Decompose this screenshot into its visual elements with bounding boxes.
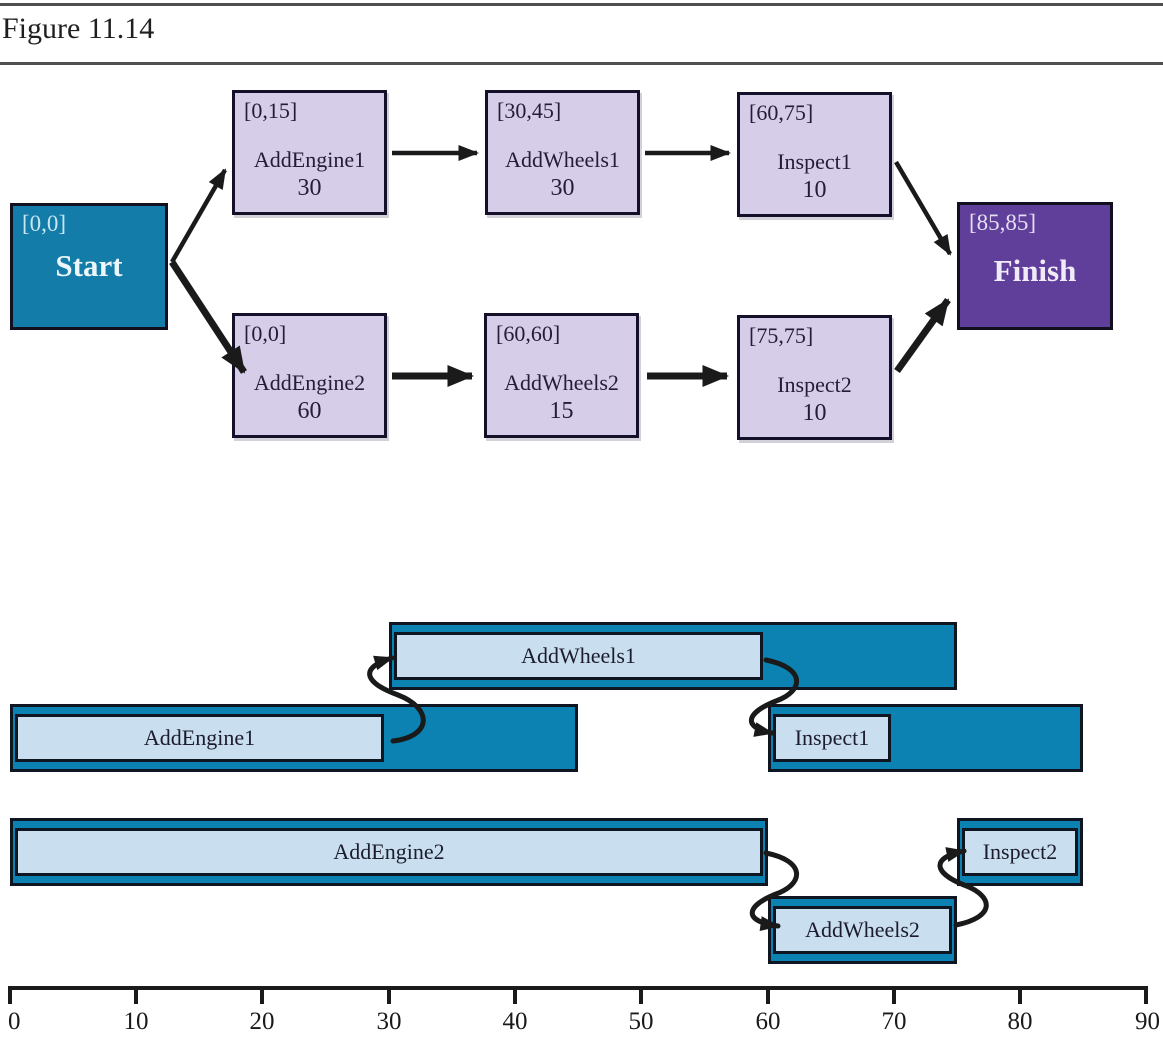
node-duration: 15 bbox=[549, 398, 574, 424]
edge-inspect1-finish bbox=[894, 160, 952, 256]
axis-tick-80 bbox=[1018, 986, 1022, 1004]
start-label: Start bbox=[55, 248, 123, 283]
gantt-bar-duration: AddEngine2 bbox=[15, 828, 763, 876]
node-name: AddEngine1 bbox=[253, 147, 366, 172]
gantt-bar-duration: Inspect2 bbox=[962, 828, 1078, 876]
axis-tick-50 bbox=[639, 986, 643, 1004]
header-rule bbox=[0, 62, 1163, 65]
edge-start-addengine1 bbox=[170, 168, 227, 264]
gantt-bar-inspect1: Inspect1 bbox=[768, 704, 1083, 772]
axis-tick-label: 60 bbox=[755, 1008, 781, 1035]
gantt-bar-duration: Inspect1 bbox=[773, 714, 891, 762]
axis-tick-label: 70 bbox=[881, 1008, 907, 1035]
node-duration: 30 bbox=[297, 175, 322, 201]
node-window-label: [60,60] bbox=[496, 321, 561, 346]
axis-tick-90 bbox=[1144, 986, 1148, 1004]
gantt-bar-label: AddWheels1 bbox=[521, 643, 636, 668]
gantt-bar-label: Inspect2 bbox=[982, 839, 1058, 864]
gantt-bar-addwheels1: AddWheels1 bbox=[389, 622, 957, 690]
node-name: AddEngine2 bbox=[253, 370, 366, 395]
node-window-label: [0,15] bbox=[244, 98, 298, 123]
edge-inspect2-finish bbox=[894, 297, 951, 374]
gantt-bar-duration: AddEngine1 bbox=[15, 714, 384, 762]
node-window-label: [75,75] bbox=[749, 323, 814, 348]
gantt-bar-inspect2: Inspect2 bbox=[957, 818, 1083, 886]
task-node-addwheels2: [60,60] AddWheels2 15 bbox=[484, 313, 639, 438]
axis-tick-20 bbox=[260, 986, 264, 1004]
axis-tick-40 bbox=[513, 986, 517, 1004]
gantt-bar-addengine1: AddEngine1 bbox=[10, 704, 578, 772]
task-node-inspect2: [75,75] Inspect2 10 bbox=[737, 315, 892, 440]
axis-tick-label: 40 bbox=[502, 1008, 528, 1035]
node-window-label: [0,0] bbox=[244, 321, 287, 346]
node-window-label: [60,75] bbox=[749, 100, 814, 125]
axis-tick-label: 50 bbox=[628, 1008, 654, 1035]
gantt-bar-duration: AddWheels2 bbox=[773, 906, 952, 954]
axis-tick-label: 10 bbox=[123, 1008, 149, 1035]
gantt-bar-label: AddEngine1 bbox=[143, 725, 256, 750]
gantt-bar-label: Inspect1 bbox=[794, 725, 870, 750]
axis-tick-10 bbox=[134, 986, 138, 1004]
gantt-bar-label: AddWheels2 bbox=[805, 917, 920, 942]
finish-label: Finish bbox=[993, 253, 1077, 288]
top-rule bbox=[0, 3, 1163, 6]
time-axis bbox=[8, 986, 1148, 990]
finish-window-label: [85,85] bbox=[969, 210, 1037, 235]
node-window-label: [30,45] bbox=[497, 98, 562, 123]
gantt-bar-addengine2: AddEngine2 bbox=[10, 818, 768, 886]
axis-tick-label: 80 bbox=[1007, 1008, 1033, 1035]
node-duration: 10 bbox=[802, 400, 827, 426]
axis-tick-label: 90 bbox=[1135, 1008, 1160, 1035]
task-node-addengine2: [0,0] AddEngine2 60 bbox=[232, 313, 387, 438]
start-node: [0,0] Start bbox=[10, 203, 168, 330]
node-name: Inspect1 bbox=[777, 149, 852, 174]
node-duration: 10 bbox=[802, 177, 827, 203]
gantt-bar-label: AddEngine2 bbox=[333, 839, 445, 864]
gantt-bar-addwheels2: AddWheels2 bbox=[768, 896, 957, 964]
axis-tick-0 bbox=[8, 986, 12, 1004]
axis-tick-label: 20 bbox=[249, 1008, 275, 1035]
axis-tick-label: 30 bbox=[376, 1008, 402, 1035]
start-window-label: [0,0] bbox=[22, 211, 67, 236]
axis-tick-60 bbox=[766, 986, 770, 1004]
task-node-addengine1: [0,15] AddEngine1 30 bbox=[232, 90, 387, 215]
node-duration: 30 bbox=[550, 175, 575, 201]
gantt-bar-duration: AddWheels1 bbox=[394, 632, 763, 680]
node-duration: 60 bbox=[297, 398, 322, 424]
axis-tick-label: 0 bbox=[8, 1008, 21, 1035]
node-name: AddWheels2 bbox=[504, 370, 619, 395]
task-node-addwheels1: [30,45] AddWheels1 30 bbox=[485, 90, 640, 215]
finish-node: [85,85] Finish bbox=[957, 202, 1113, 330]
task-node-inspect1: [60,75] Inspect1 10 bbox=[737, 92, 892, 217]
figure-title: Figure 11.14 bbox=[2, 12, 155, 45]
axis-tick-70 bbox=[892, 986, 896, 1004]
node-name: Inspect2 bbox=[777, 372, 852, 397]
axis-tick-30 bbox=[387, 986, 391, 1004]
node-name: AddWheels1 bbox=[505, 147, 620, 172]
